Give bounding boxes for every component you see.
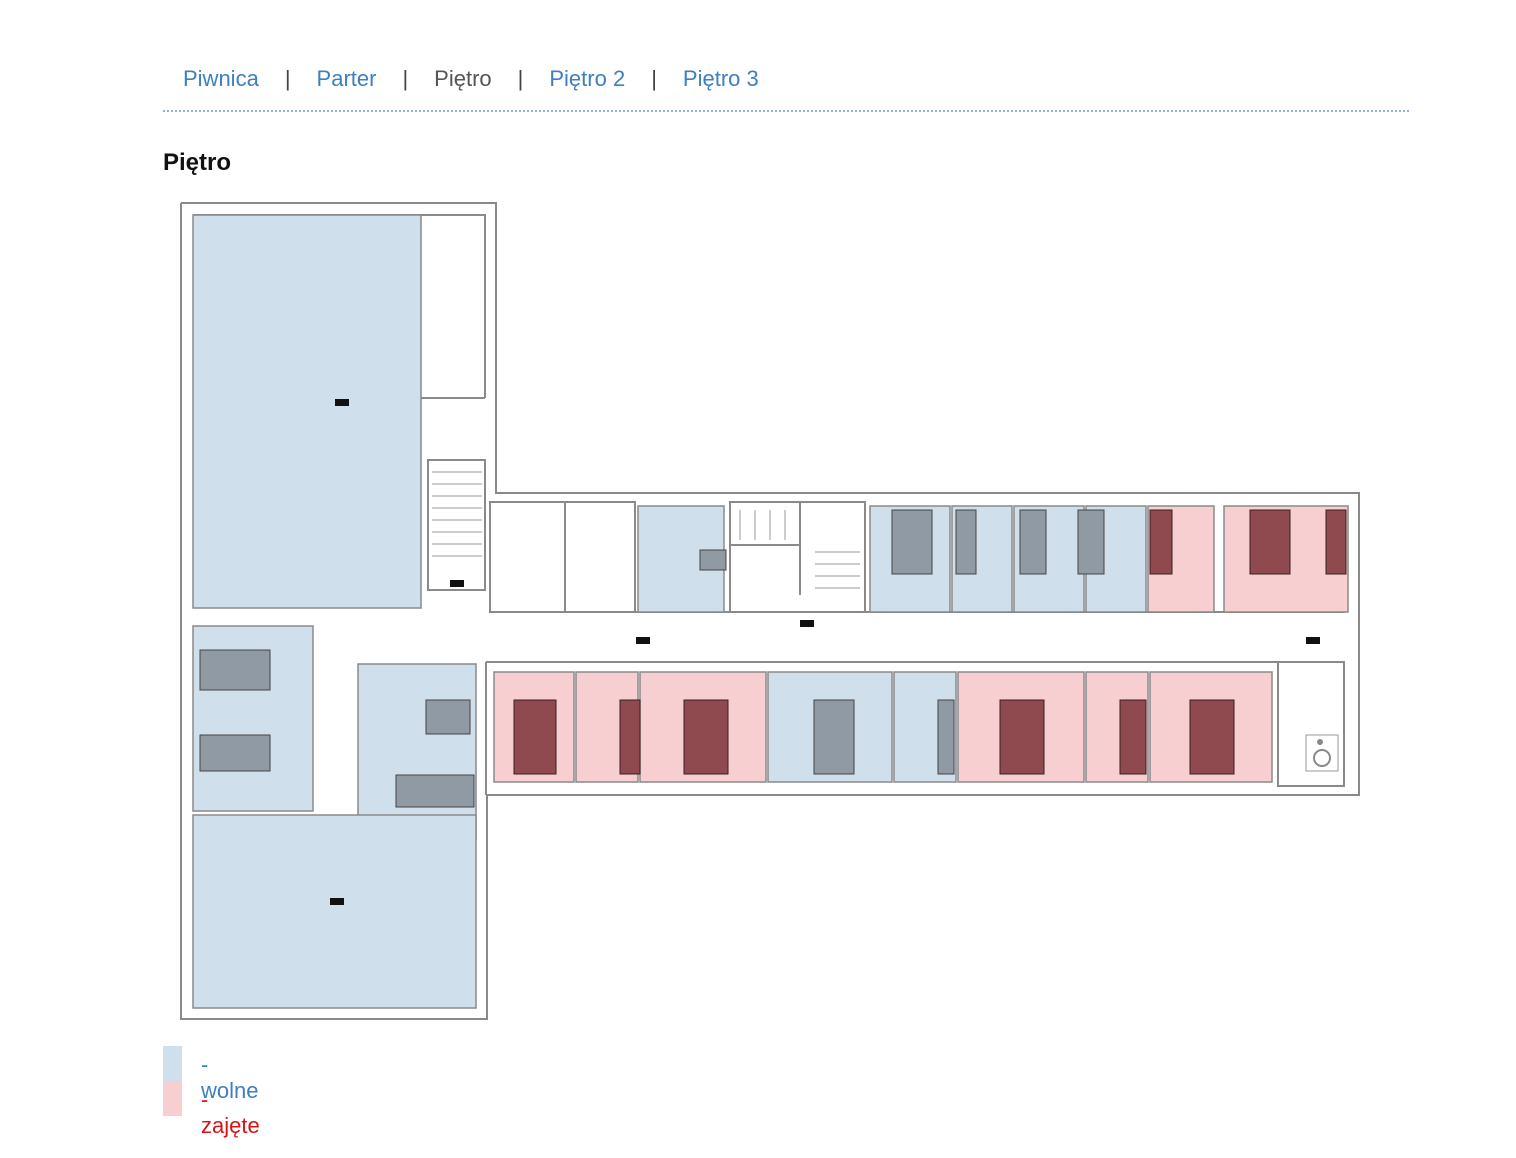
- tab-separator: |: [284, 66, 291, 91]
- legend-swatch-taken: [163, 1081, 182, 1116]
- stairs: [432, 471, 860, 589]
- marker-group: [330, 399, 1320, 905]
- tab-piwnica[interactable]: Piwnica: [183, 66, 259, 91]
- desk-group: [199, 509, 1105, 808]
- legend-swatch-free: [163, 1046, 182, 1081]
- tab-parter[interactable]: Parter: [316, 66, 377, 91]
- tab-separator: |: [651, 66, 657, 91]
- floor-tabs: Piwnica | Parter | Piętro | Piętro 2 | P…: [183, 62, 759, 96]
- tab-separator: |: [402, 66, 409, 91]
- tab-pietro-2[interactable]: Piętro 2: [549, 66, 626, 91]
- floor-plan: [180, 202, 1360, 1020]
- legend-label-taken: - zajęte: [201, 1087, 260, 1138]
- tab-pietro-3[interactable]: Piętro 3: [682, 66, 759, 91]
- tab-pietro: Piętro: [434, 66, 492, 91]
- legend-label-free: - wolne: [201, 1052, 259, 1103]
- room-west-wing-office-2[interactable]: [357, 663, 477, 841]
- desk-group: [513, 509, 1347, 775]
- nav-divider: [163, 110, 1409, 112]
- page-title: Piętro: [163, 149, 232, 176]
- room-west-wing-north-hall[interactable]: [192, 214, 422, 609]
- tab-separator: |: [517, 66, 524, 91]
- room-west-wing-south-hall[interactable]: [192, 814, 477, 1009]
- accessible-icon: [1305, 734, 1339, 772]
